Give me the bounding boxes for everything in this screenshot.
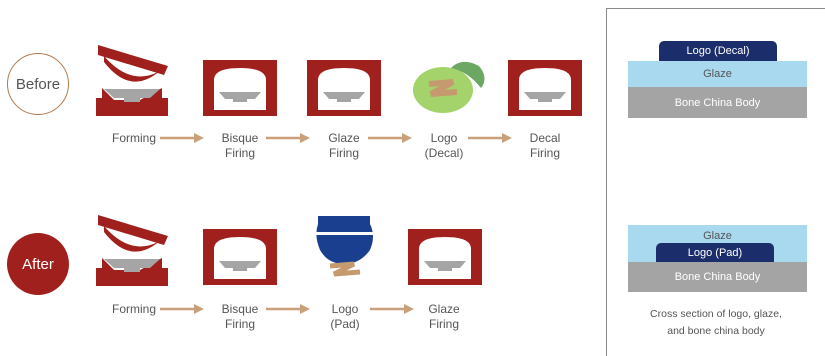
step-label-logo-decal: Logo (Decal)	[424, 131, 464, 160]
step-label-bisque-firing: Bisque Firing	[221, 131, 259, 160]
step-label-decal-firing: Decal Firing	[529, 131, 561, 160]
kiln-icon	[408, 229, 482, 285]
forming-mold-icon	[96, 45, 168, 116]
arrow-icon	[160, 133, 204, 143]
arrow-icon	[266, 133, 310, 143]
kiln-icon	[307, 60, 381, 116]
cross-section-panel	[606, 8, 825, 356]
step-label-bisque-firing: Bisque Firing	[221, 302, 259, 331]
arrow-icon	[368, 133, 412, 143]
arrow-icon	[468, 133, 512, 143]
logo-decal-layer: Logo (Decal)	[659, 41, 777, 61]
glaze-layer: Glaze	[628, 61, 807, 87]
step-label-glaze-firing: Glaze Firing	[428, 302, 460, 331]
after-badge: After	[7, 233, 69, 295]
logo-pad-layer: Logo (Pad)	[656, 243, 774, 262]
bone-china-body-layer: Bone China Body	[628, 87, 807, 118]
arrow-icon	[160, 304, 204, 314]
step-label-forming: Forming	[111, 131, 156, 145]
bone-china-body-layer: Bone China Body	[628, 262, 807, 292]
kiln-icon	[203, 60, 277, 116]
pad-print-icon	[316, 216, 374, 277]
kiln-icon	[508, 60, 582, 116]
decal-icon	[413, 61, 485, 113]
kiln-icon	[203, 229, 277, 285]
forming-mold-icon	[96, 215, 168, 286]
step-label-glaze-firing: Glaze Firing	[328, 131, 360, 160]
cross-section-caption: Cross section of logo, glaze, and bone c…	[650, 308, 782, 337]
arrow-icon	[266, 304, 310, 314]
arrow-icon	[370, 304, 414, 314]
step-label-logo-pad: Logo (Pad)	[330, 302, 360, 331]
before-badge: Before	[7, 53, 69, 115]
step-label-forming: Forming	[111, 302, 156, 316]
